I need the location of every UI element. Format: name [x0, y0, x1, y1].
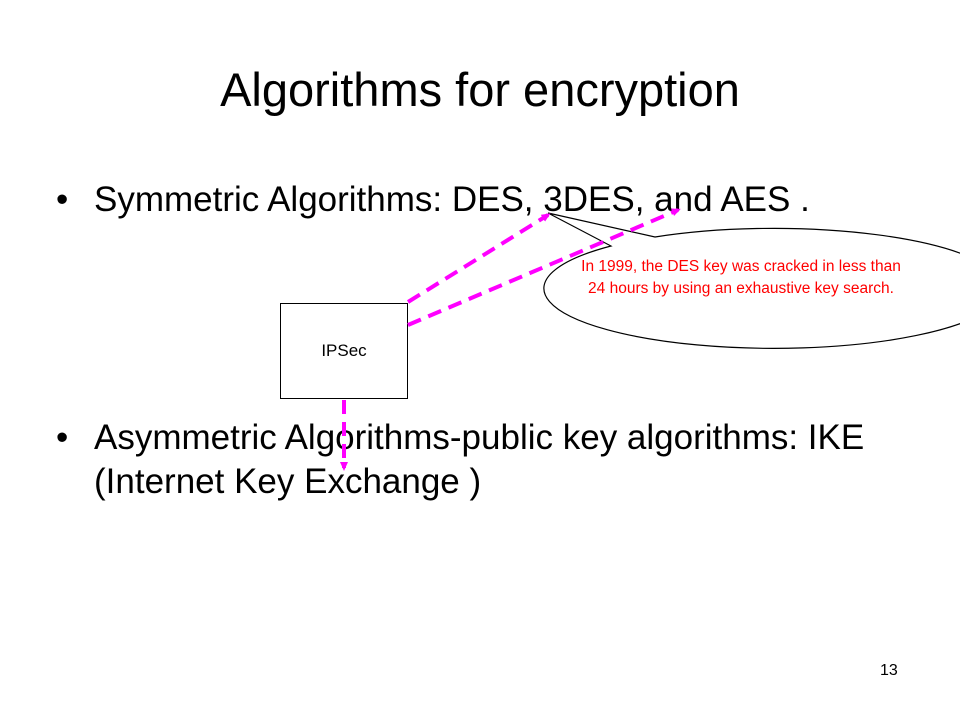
slide-title: Algorithms for encryption: [220, 63, 740, 116]
bullet-text-asymmetric: Asymmetric Algorithms-public key algorit…: [94, 418, 865, 501]
bullet-marker: •: [56, 418, 69, 457]
ipsec-label: IPSec: [321, 341, 367, 360]
bullet-marker: •: [56, 180, 69, 219]
page-number: 13: [880, 662, 898, 679]
arrow-to-3des: [407, 208, 681, 327]
bullet-asymmetric: • Asymmetric Algorithms-public key algor…: [56, 416, 894, 504]
arrow-to-des: [406, 213, 551, 304]
callout-text: In 1999, the DES key was cracked in less…: [581, 258, 901, 297]
ipsec-box: IPSec: [280, 303, 408, 399]
